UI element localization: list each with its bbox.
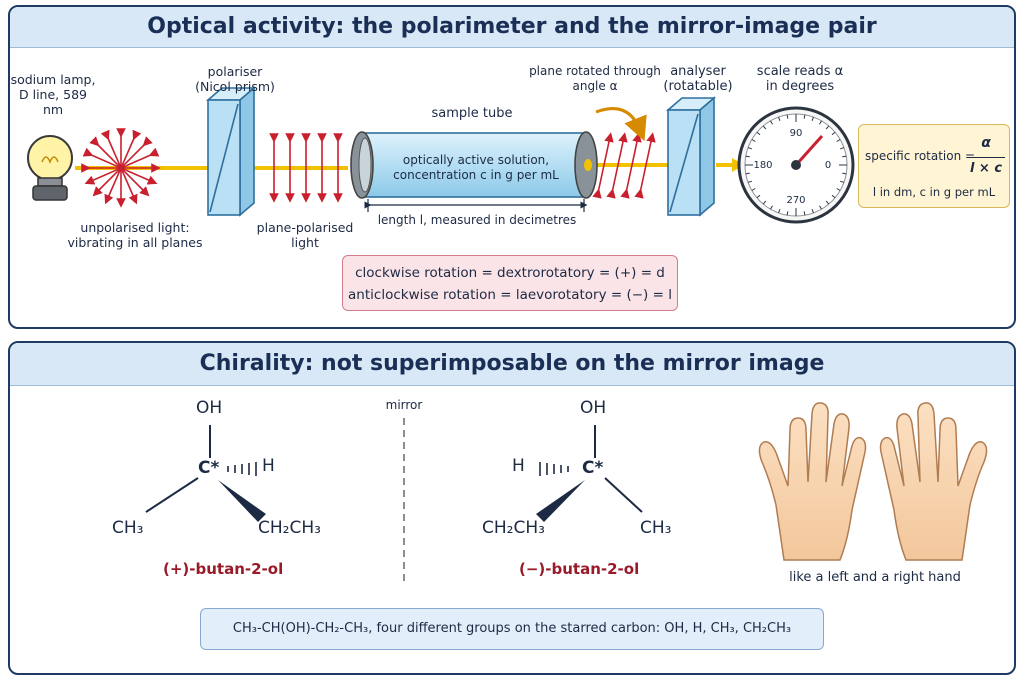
- dial-tick: [778, 208, 781, 214]
- dial-tick: [831, 194, 836, 199]
- sample-tube: [350, 131, 598, 199]
- solution-label: optically active solution,concentration …: [393, 153, 559, 182]
- formula-numerator: α: [981, 135, 991, 151]
- left-molecule-name: (+)-butan-2-ol: [163, 560, 284, 578]
- dial-tick: [836, 139, 841, 142]
- dial-tick: [786, 114, 789, 119]
- dial-tick: [825, 200, 830, 205]
- dial-tick: [756, 131, 761, 136]
- polariser-prism: [205, 86, 257, 217]
- dial-tick: [745, 155, 750, 158]
- rotated-plane-arrows: [592, 132, 656, 199]
- polariser-label: polariser(Nicol prism): [195, 64, 275, 94]
- sodium-lamp-icon: [27, 135, 73, 201]
- left-ch3: CH₃: [112, 518, 144, 538]
- formula-note: l in dm, c in g per mL: [872, 185, 996, 199]
- right-ch2ch3: CH₂CH₃: [482, 518, 545, 538]
- dial-mark-270: 270: [786, 195, 806, 206]
- clockwise-line: clockwise rotation = dextrorotatory = (+…: [355, 265, 665, 281]
- left-oh: OH: [196, 398, 223, 418]
- dial-tick: [819, 205, 822, 210]
- dial-tick: [786, 211, 789, 216]
- sample-tube-label: sample tube: [431, 106, 513, 121]
- dial-tick: [836, 188, 841, 191]
- dial-tick: [745, 172, 750, 175]
- plane-polarised-arrows: [269, 133, 343, 203]
- dial-tick: [762, 200, 767, 205]
- dial-tick: [747, 147, 753, 150]
- left-hand-icon: [758, 402, 867, 561]
- right-ch3: CH₃: [640, 518, 672, 538]
- chirality-title: Chirality: not superimposable on the mir…: [10, 343, 1014, 386]
- polarimeter-title: Optical activity: the polarimeter and th…: [10, 7, 1014, 48]
- dial-tick: [778, 116, 781, 122]
- dial-tick: [803, 211, 806, 216]
- left-ch2ch3: CH₂CH₃: [258, 518, 321, 538]
- dial-tick: [825, 125, 830, 130]
- lamp-label: sodium lamp,D line, 589 nm: [10, 72, 96, 117]
- dial-mark-90: 90: [789, 128, 803, 139]
- dial-mark-180: 180: [753, 160, 773, 171]
- dial-tick: [839, 180, 845, 183]
- dial-needle: [794, 134, 824, 167]
- rotation-direction-box: clockwise rotation = dextrorotatory = (+…: [342, 255, 678, 311]
- hands-label: like a left and a right hand: [789, 570, 961, 585]
- dial-tick: [751, 139, 756, 142]
- dial-tick: [762, 125, 767, 130]
- right-molecule-name: (−)-butan-2-ol: [519, 560, 640, 578]
- right-chiral-carbon: C*: [582, 458, 604, 478]
- left-chiral-carbon: C*: [198, 458, 220, 478]
- dial-tick: [770, 205, 773, 210]
- dial-tick: [831, 131, 836, 136]
- dial-tick: [819, 120, 822, 125]
- dial-tick: [811, 208, 814, 214]
- dial-tick: [842, 155, 847, 158]
- rotation-curved-arrow: [595, 107, 647, 142]
- right-molecule-bonds: [536, 425, 643, 522]
- right-h: H: [512, 456, 525, 476]
- scale-dial: [737, 106, 855, 224]
- mirror-label: mirror: [385, 398, 423, 412]
- dial-tick: [756, 194, 761, 199]
- formula-prefix: specific rotation =: [865, 149, 976, 163]
- dial-tick: [770, 120, 773, 125]
- structural-formula-box: CH₃-CH(OH)-CH₂-CH₃, four different group…: [200, 608, 824, 650]
- dial-tick: [747, 180, 753, 183]
- dial-tick: [803, 114, 806, 119]
- right-hand-icon: [879, 402, 988, 561]
- analyser-prism: [665, 96, 717, 217]
- anticlockwise-line: anticlockwise rotation = laevorotatory =…: [348, 287, 672, 303]
- dial-tick: [811, 116, 814, 122]
- left-molecule-bonds: [145, 425, 266, 522]
- analyser-label: analyser(rotatable): [663, 64, 733, 94]
- dial-tick: [839, 147, 845, 150]
- specific-rotation-box: specific rotation = α l × c l in dm, c i…: [858, 124, 1010, 208]
- length-label: length l, measured in decimetres: [377, 213, 577, 227]
- formula-denominator: l × c: [969, 161, 1003, 176]
- dial-tick: [751, 188, 756, 191]
- left-h: H: [262, 456, 275, 476]
- dial-tick: [842, 172, 847, 175]
- right-oh: OH: [580, 398, 607, 418]
- dial-mark-0: 0: [824, 160, 832, 171]
- unpolarised-label: unpolarised light:vibrating in all plane…: [67, 220, 203, 250]
- unpolarised-light-icon: [81, 128, 161, 208]
